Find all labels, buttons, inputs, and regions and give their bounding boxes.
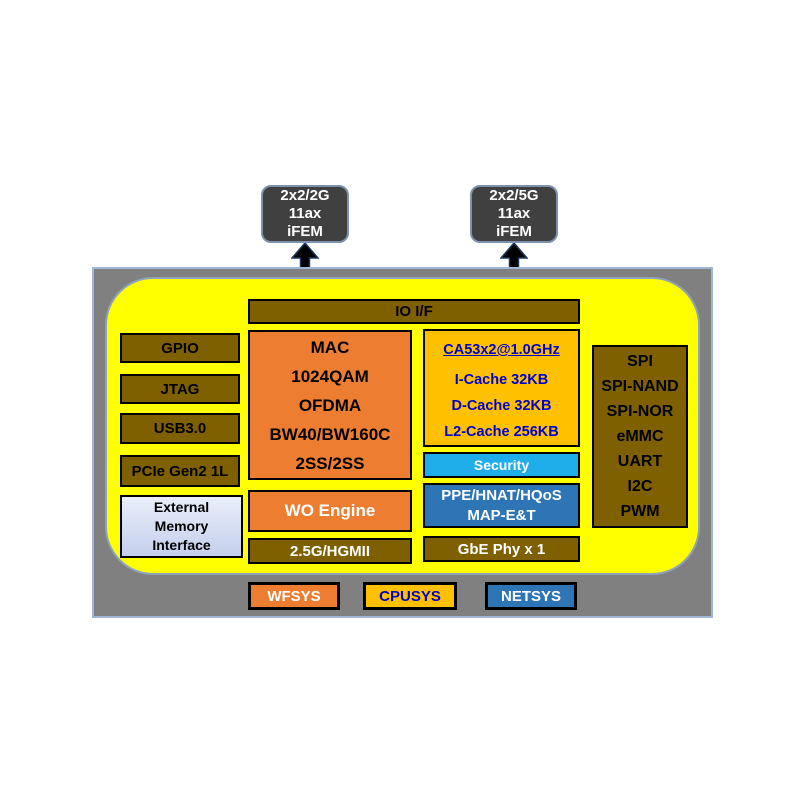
block-jtag: JTAG [120, 374, 240, 404]
mac-line5: 2SS/2SS [295, 453, 365, 473]
mac-line3: OFDMA [298, 395, 362, 415]
fem-box-2g: 2x2/2G 11ax iFEM [261, 185, 349, 243]
fem-5g-line3: iFEM [496, 223, 532, 240]
emi-line1: External [153, 499, 210, 515]
block-hgmii: 2.5G/HGMII [248, 538, 412, 564]
gpio-label: GPIO [161, 339, 199, 357]
wo-engine-label: WO Engine [284, 501, 376, 520]
io-interface-label: IO I/F [395, 303, 433, 320]
fem-2g-line3: iFEM [287, 223, 323, 240]
security-label: Security [473, 457, 530, 473]
mac-line1: MAC [310, 337, 350, 357]
block-cpu: CA53x2@1.0GHz I-Cache 32KB D-Cache 32KB … [423, 329, 580, 447]
fem-2g-line2: 11ax [288, 205, 322, 222]
block-security: Security [423, 452, 580, 478]
periph-pwm: PWM [620, 503, 660, 520]
periph-spi: SPI [627, 353, 653, 370]
io-interface-bar: IO I/F [248, 299, 580, 324]
legend-netsys: NETSYS [485, 582, 577, 610]
periph-uart: UART [617, 453, 663, 470]
ppe-line1: PPE/HNAT/HQoS [441, 486, 562, 504]
block-external-memory-interface: External Memory Interface [120, 495, 243, 558]
mac-line2: 1024QAM [291, 366, 369, 386]
usb3-label: USB3.0 [153, 420, 207, 437]
fem-5g-line1: 2x2/5G [489, 187, 539, 204]
fem-box-5g: 2x2/5G 11ax iFEM [470, 185, 558, 243]
mac-line4: BW40/BW160C [269, 424, 391, 444]
cpu-title: CA53x2@1.0GHz [443, 342, 560, 358]
emi-line3: Interface [152, 537, 211, 553]
block-gpio: GPIO [120, 333, 240, 363]
block-pcie: PCIe Gen2 1L [120, 455, 240, 487]
periph-emmc: eMMC [616, 428, 664, 445]
periph-spi-nand: SPI-NAND [601, 378, 679, 395]
jtag-label: JTAG [160, 380, 200, 398]
cpu-l2cache: L2-Cache 256KB [444, 424, 559, 440]
legend-wfsys: WFSYS [248, 582, 340, 610]
emi-line2: Memory [154, 518, 209, 534]
block-peripherals: SPI SPI-NAND SPI-NOR eMMC UART I2C PWM [592, 345, 688, 528]
cpu-dcache: D-Cache 32KB [451, 398, 552, 414]
legend-cpusys: CPUSYS [363, 582, 457, 610]
cpu-icache: I-Cache 32KB [454, 372, 549, 388]
ppe-line2: MAP-E&T [467, 506, 536, 524]
gbe-phy-label: GbE Phy x 1 [457, 540, 546, 558]
block-ppe: PPE/HNAT/HQoS MAP-E&T [423, 483, 580, 528]
legend-wfsys-label: WFSYS [267, 587, 321, 605]
legend-cpusys-label: CPUSYS [379, 587, 441, 605]
block-wifi-mac: MAC 1024QAM OFDMA BW40/BW160C 2SS/2SS [248, 330, 412, 480]
legend-netsys-label: NETSYS [500, 587, 561, 605]
pcie-label: PCIe Gen2 1L [131, 462, 229, 480]
periph-i2c: I2C [627, 478, 653, 495]
fem-5g-line2: 11ax [497, 205, 531, 222]
block-gbe-phy: GbE Phy x 1 [423, 536, 580, 562]
hgmii-label: 2.5G/HGMII [289, 542, 371, 560]
block-usb3: USB3.0 [120, 413, 240, 444]
block-wo-engine: WO Engine [248, 490, 412, 532]
fem-2g-line1: 2x2/2G [280, 187, 330, 204]
periph-spi-nor: SPI-NOR [606, 403, 674, 420]
